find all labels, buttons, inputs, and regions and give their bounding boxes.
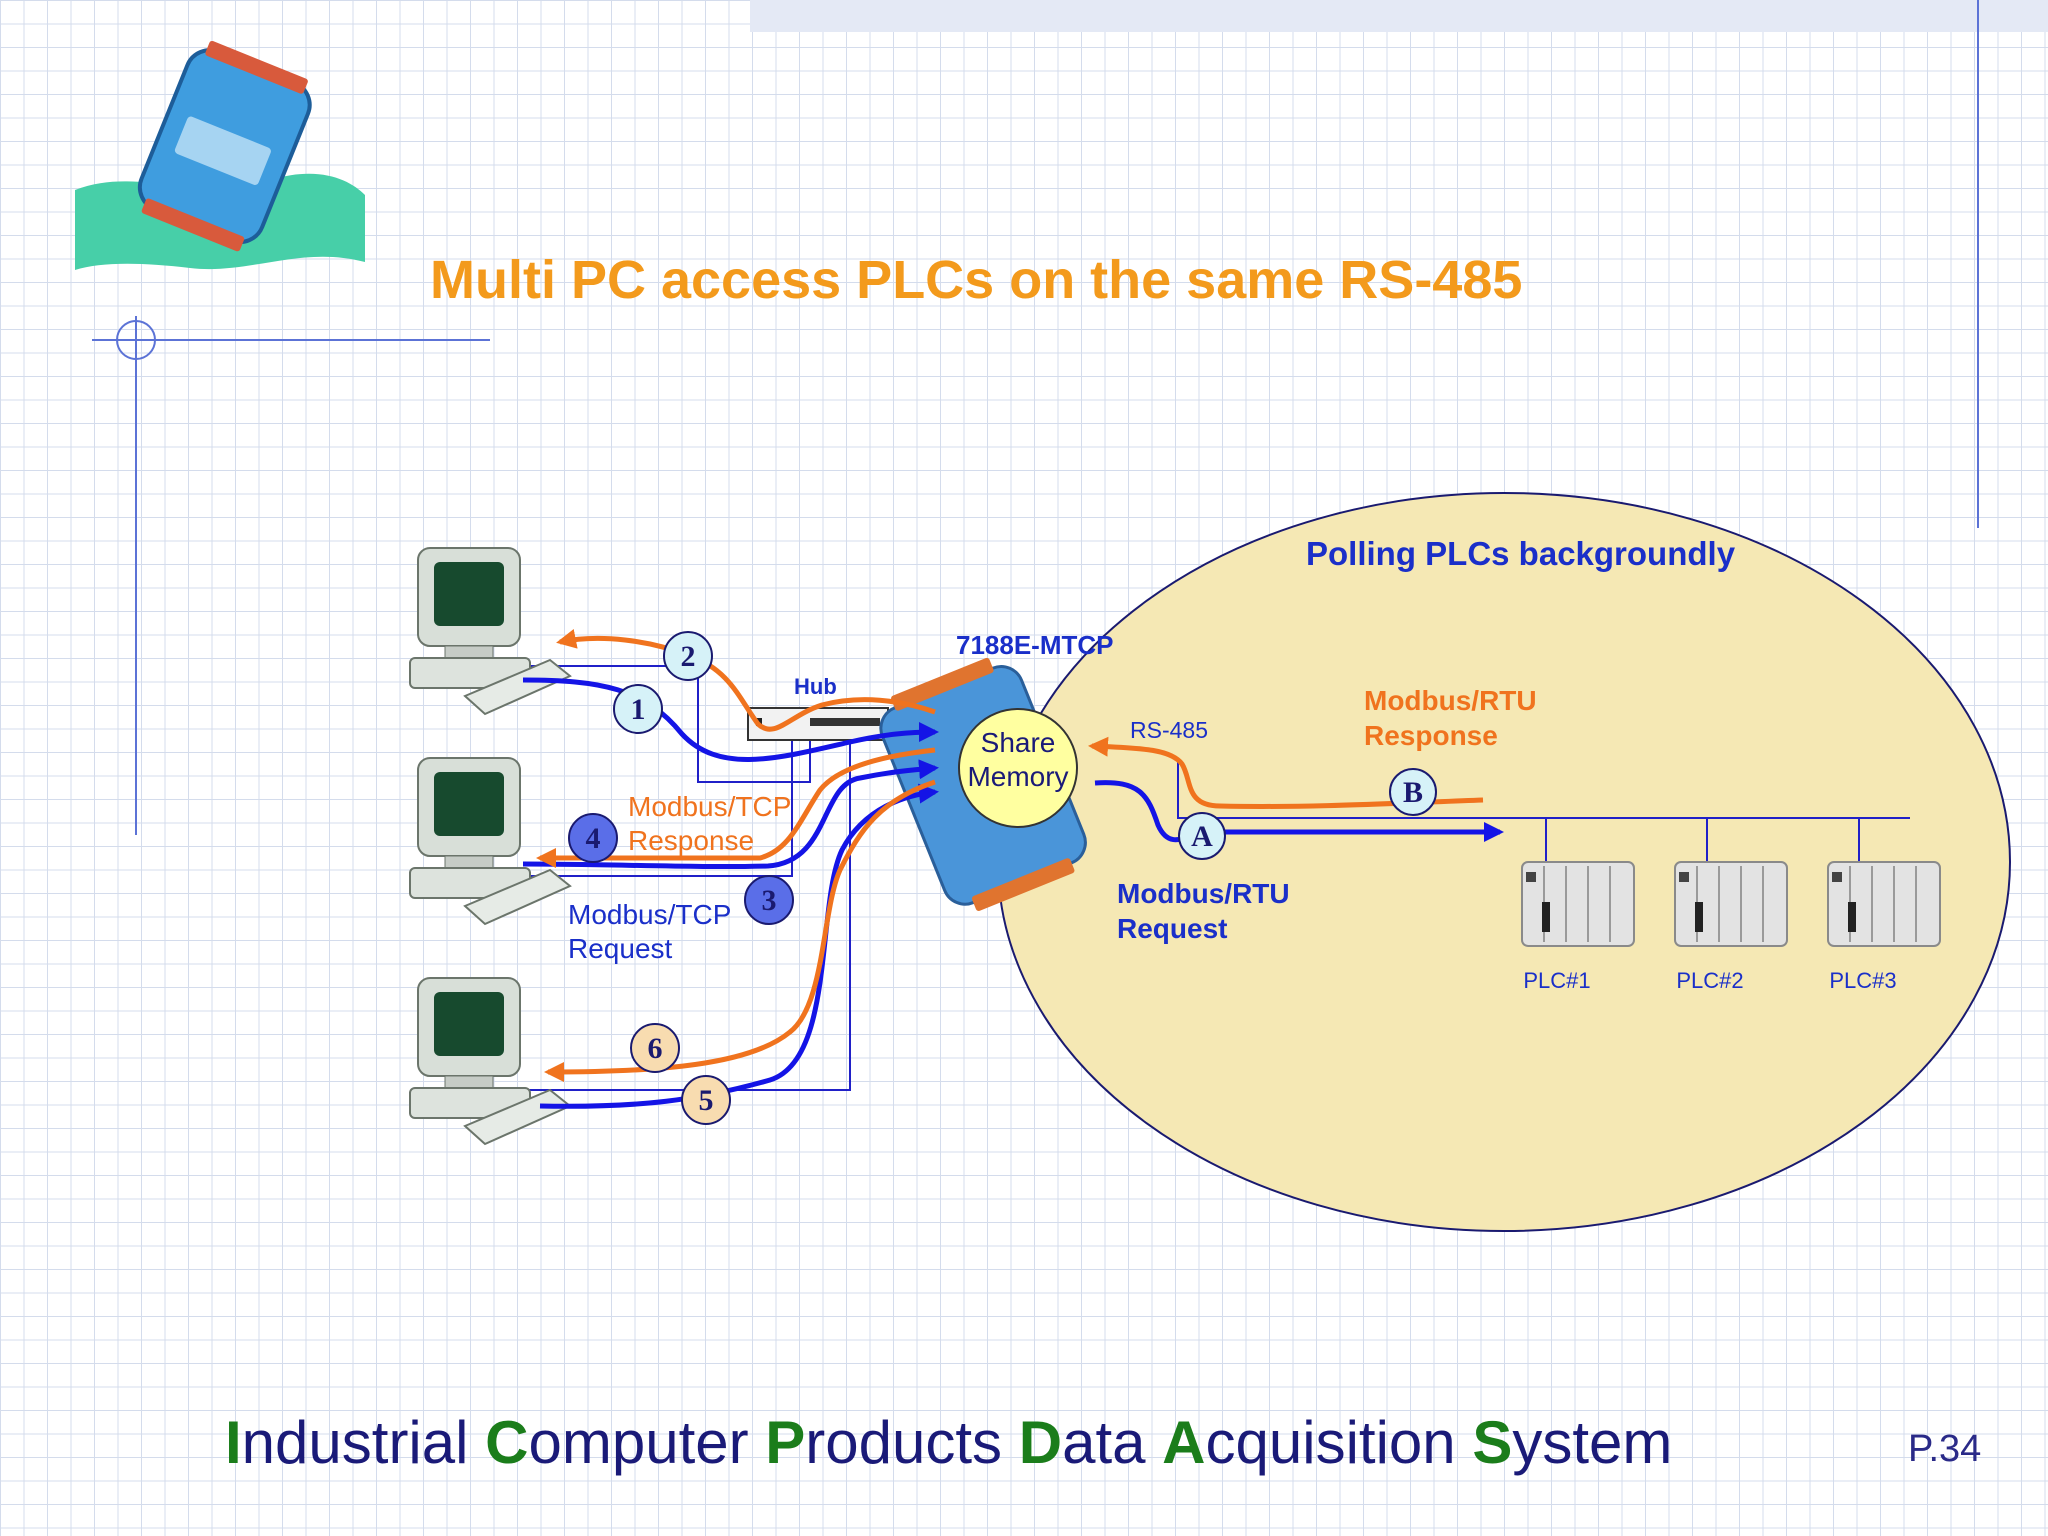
rtu-response-label-line2: Response <box>1364 720 1498 751</box>
tcp-response-flow-pc2 <box>536 747 936 868</box>
request-flows <box>522 677 1504 1109</box>
tcp-request-label-line1: Modbus/TCP <box>568 899 731 930</box>
crosshair-ornament <box>92 316 490 835</box>
footer-word: cquisition <box>1205 1409 1473 1476</box>
page-number: P.34 <box>1908 1428 1982 1470</box>
footer-word: ata <box>1062 1409 1163 1476</box>
hub-device <box>747 707 889 741</box>
rtu-response-label-line1: Modbus/RTU <box>1364 685 1537 716</box>
footer-word: ndustrial <box>241 1409 486 1476</box>
plc-label-1: PLC#1 <box>1523 968 1590 993</box>
plc-group: PLC#1 PLC#2 PLC#3 <box>1521 861 1941 993</box>
footer-initial: I <box>225 1409 242 1476</box>
tcp-request-label-line2: Request <box>568 933 673 964</box>
step-badge-3: 3 <box>744 875 794 925</box>
step-badge-label: B <box>1403 776 1423 809</box>
step-badge-5: 5 <box>681 1075 731 1125</box>
tcp-request-flow-pc3 <box>539 783 939 1109</box>
step-badge-label: 3 <box>762 884 777 917</box>
tcp-request-flow-pc1 <box>522 677 939 762</box>
step-badge-4: 4 <box>568 813 618 863</box>
rtu-request-label-line1: Modbus/RTU <box>1117 878 1290 909</box>
pc-computer-2 <box>409 757 572 926</box>
step-badge-a: A <box>1178 812 1226 860</box>
pc-computer-3 <box>409 977 572 1146</box>
footer-initial: S <box>1472 1409 1513 1476</box>
footer-initial: C <box>485 1409 529 1476</box>
footer-word: omputer <box>528 1409 766 1476</box>
header-band <box>750 0 2048 32</box>
logo-device-image <box>75 40 365 270</box>
tcp-response-flow-pc1 <box>556 629 936 732</box>
step-badge-label: 1 <box>631 693 646 726</box>
step-badge-label: 4 <box>586 822 601 855</box>
pc-group <box>409 547 572 1146</box>
tcp-response-flow-pc3 <box>544 779 936 1082</box>
plc-label-2: PLC#2 <box>1676 968 1743 993</box>
footer-word: roducts <box>805 1409 1019 1476</box>
rs485-label: RS-485 <box>1130 717 1208 743</box>
plc-unit-2 <box>1674 861 1788 947</box>
step-badge-2: 2 <box>663 631 713 681</box>
footer-initial: D <box>1018 1409 1063 1476</box>
tcp-response-label-line1: Modbus/TCP <box>628 791 791 822</box>
plc-unit-3 <box>1827 861 1941 947</box>
plc-unit-1 <box>1521 861 1635 947</box>
step-badge-1: 1 <box>613 684 663 734</box>
share-memory <box>958 708 1078 828</box>
step-badges: 1 2 3 4 5 6 A B <box>568 631 1437 1125</box>
device-model-label: 7188E-MTCP <box>956 630 1114 660</box>
step-badge-b: B <box>1389 768 1437 816</box>
polling-zone-label: Polling PLCs backgroundly <box>1306 535 1736 572</box>
hub-label: Hub <box>794 674 837 699</box>
footer-initial: A <box>1162 1409 1206 1476</box>
step-badge-label: 5 <box>699 1084 714 1117</box>
plc-label-3: PLC#3 <box>1829 968 1896 993</box>
share-memory-line1: Share <box>981 727 1056 758</box>
footer-initial: P <box>765 1409 806 1476</box>
step-badge-label: A <box>1191 820 1213 853</box>
tcp-response-label-line2: Response <box>628 825 754 856</box>
footer-tagline: Industrial Computer Products Data Acquis… <box>225 1408 2005 1478</box>
step-badge-label: 6 <box>648 1032 663 1065</box>
step-badge-label: 2 <box>681 640 696 673</box>
footer-word: ystem <box>1512 1409 1673 1476</box>
rtu-request-label-line2: Request <box>1117 913 1227 944</box>
pc-computer-1 <box>409 547 572 716</box>
step-badge-6: 6 <box>630 1023 680 1073</box>
tcp-request-flow-pc2 <box>522 759 939 870</box>
slide-title: Multi PC access PLCs on the same RS-485 <box>430 250 1522 310</box>
share-memory-line2: Memory <box>967 761 1068 792</box>
